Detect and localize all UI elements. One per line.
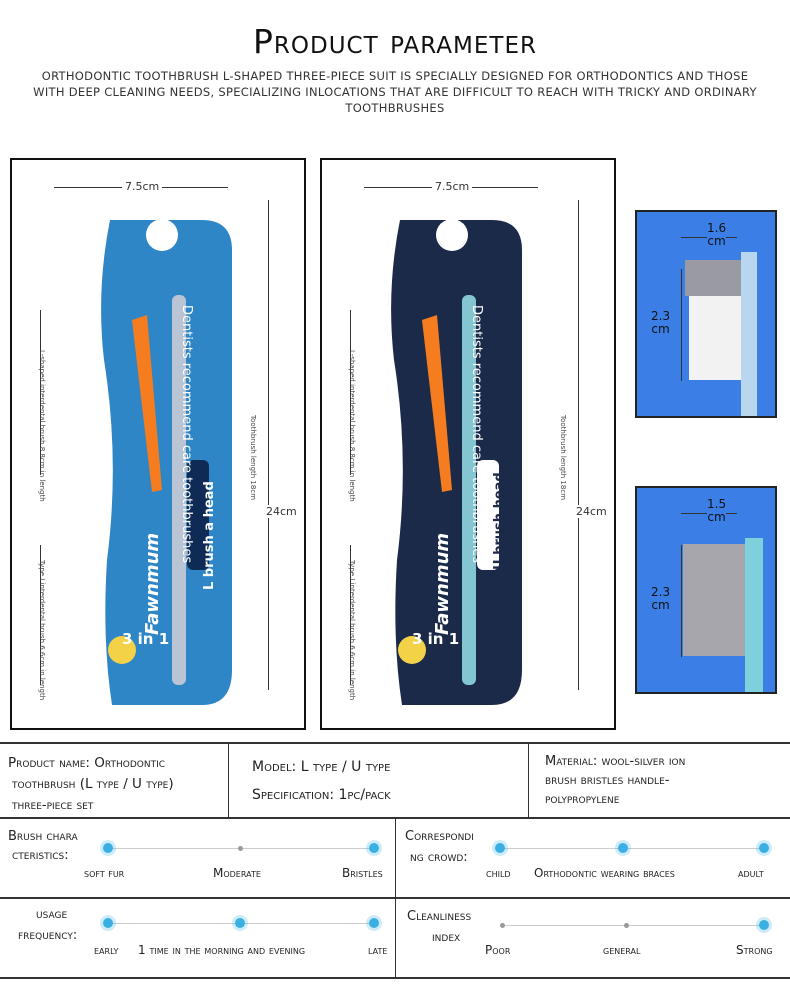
brand-mark: Fawnmum: [432, 532, 453, 635]
scale-label: usage: [36, 907, 68, 922]
scale-level: child: [486, 867, 511, 880]
page-subtitle: Orthodontic toothbrush L-shaped three-pi…: [33, 69, 757, 115]
product-name-line3: three-piece set: [12, 798, 94, 813]
scale-level: Orthodontic wearing braces: [534, 866, 675, 880]
model: Model: L type / U type: [252, 759, 391, 775]
scale-label: Correspondi: [405, 829, 474, 844]
scale-label-line2: ng crowd:: [410, 850, 468, 865]
product-name: Product name: Orthodontic: [8, 755, 166, 771]
page-title: Product parameter: [253, 22, 537, 61]
scale-dot-selected: [618, 843, 628, 853]
scale-label-line2: cteristics:: [12, 848, 69, 863]
scale-level: Poor: [485, 943, 511, 957]
package-card-u: [391, 219, 522, 705]
package-card-l: [101, 219, 232, 705]
zoom-height: 2.3 cm: [651, 585, 671, 612]
material-line3: polypropylene: [545, 792, 620, 807]
scale-level: early: [94, 944, 119, 957]
scale-dot: [238, 846, 243, 851]
l-brush-length: L-shaped interdental brush 8.8cm in leng…: [348, 350, 356, 502]
bristle-zoom-top: 1.6 cm 2.3 cm: [635, 210, 777, 418]
scale-dot-selected: [369, 918, 379, 928]
scale-dot-selected: [235, 918, 245, 928]
material-line2: brush bristles handle-: [545, 773, 670, 788]
scale-label: Cleanliness: [407, 909, 472, 924]
handle: [741, 252, 757, 416]
scale-dot-selected: [369, 843, 379, 853]
scale-dot-selected: [103, 918, 113, 928]
brand-mark: Fawnmum: [142, 532, 163, 635]
scale-level: late: [368, 944, 388, 957]
count-label: 3 in 1: [122, 630, 170, 648]
brush-length: Toothbrush length 18cm: [249, 415, 257, 501]
bristles-grey: [683, 544, 745, 656]
product-panel-u: 7.5cm U brush head Fawnmum Dentists reco…: [320, 158, 616, 730]
i-brush-length: Type I interdental brush 6.6cm in length: [38, 560, 46, 701]
slogan: Dentists recommend care toothbrushes: [469, 305, 484, 564]
scale-label-line2: index: [432, 930, 461, 945]
bristles-grey: [685, 260, 743, 296]
height-label: 24cm: [574, 505, 609, 518]
material: Material: wool-silver ion: [545, 754, 686, 769]
scale-level: Bristles: [342, 866, 383, 880]
scale-dot-selected: [759, 920, 769, 930]
height-label: 24cm: [264, 505, 299, 518]
slogan: Dentists recommend care toothbrushes: [179, 305, 194, 564]
product-panel-l: 7.5cm L brush a head Fawnmum Dentists re…: [10, 158, 306, 730]
count-label: 3 in 1: [412, 630, 460, 648]
scale-level: 1 time in the morning and evening: [138, 943, 306, 957]
scale-level: general: [603, 944, 641, 957]
pack-tag: L brush a head: [202, 481, 217, 590]
scale-level: Moderate: [213, 866, 261, 880]
scale-level: soft fur: [84, 867, 125, 880]
l-brush-length: L-shaped interdental brush 8.8cm in leng…: [38, 350, 46, 502]
scale-dot-selected: [495, 843, 505, 853]
zoom-width: 1.5 cm: [707, 497, 727, 524]
scale-dot: [500, 923, 505, 928]
pack-tag: U brush head: [492, 472, 507, 570]
i-brush-length: Type I interdental brush 6.6cm in length: [348, 560, 356, 701]
scale-dot-selected: [103, 843, 113, 853]
handle: [745, 538, 763, 692]
product-name-line2: toothbrush (L type / U type): [12, 776, 174, 792]
specification: Specification: 1pc/pack: [252, 787, 391, 803]
width-label: 7.5cm: [122, 180, 163, 193]
brush-length: Toothbrush length 18cm: [559, 415, 567, 501]
scale-level: adult: [738, 867, 764, 880]
zoom-height: 2.3 cm: [651, 309, 671, 336]
bristle-zoom-bottom: 1.5 cm 2.3 cm: [635, 486, 777, 694]
zoom-width: 1.6 cm: [707, 221, 727, 248]
bristles-white: [689, 296, 743, 380]
scale-label-line2: frequency:: [18, 928, 78, 943]
width-label: 7.5cm: [432, 180, 473, 193]
scale-label: Brush chara: [8, 829, 78, 844]
scale-dot-selected: [759, 843, 769, 853]
scale-dot: [624, 923, 629, 928]
scale-level: Strong: [736, 943, 773, 957]
